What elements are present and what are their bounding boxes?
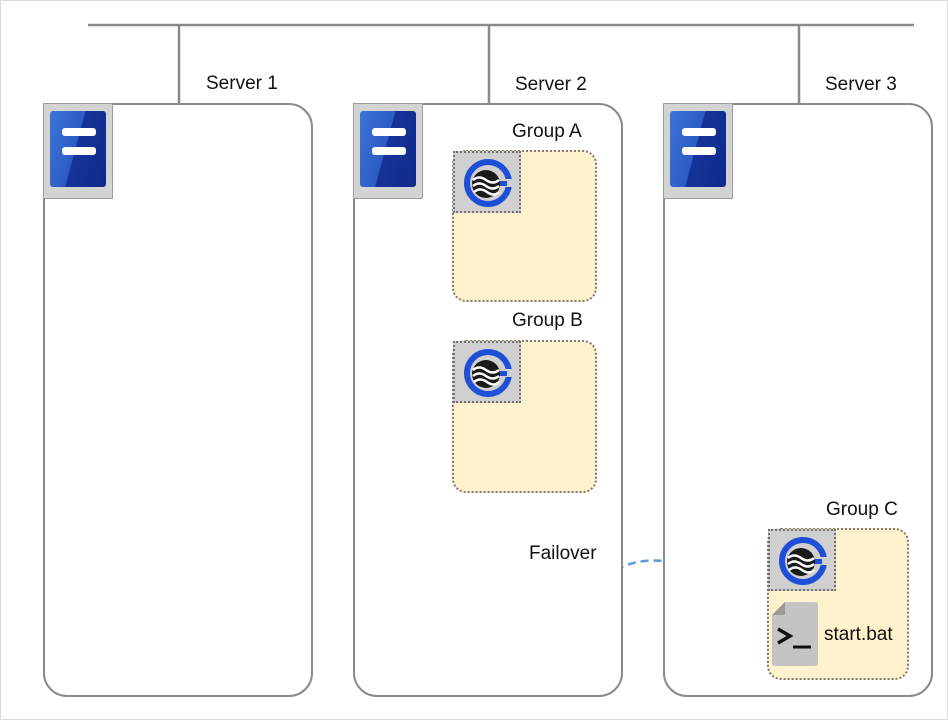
failover-label: Failover — [529, 543, 597, 564]
cluster-resource-icon — [453, 151, 521, 213]
server-1-label: Server 1 — [206, 73, 278, 94]
script-file-icon — [772, 602, 818, 666]
server-icon — [43, 103, 113, 199]
group-b-label: Group B — [512, 310, 583, 331]
cluster-resource-icon — [453, 341, 521, 403]
server-3-label: Server 3 — [825, 74, 897, 95]
group-c-label: Group C — [826, 499, 898, 520]
group-a-label: Group A — [512, 121, 582, 142]
server-icon — [353, 103, 423, 199]
server-icon — [663, 103, 733, 199]
script-label: start.bat — [824, 624, 893, 645]
cluster-resource-icon — [768, 529, 836, 591]
server-2-label: Server 2 — [515, 74, 587, 95]
server-1-box — [43, 103, 313, 697]
